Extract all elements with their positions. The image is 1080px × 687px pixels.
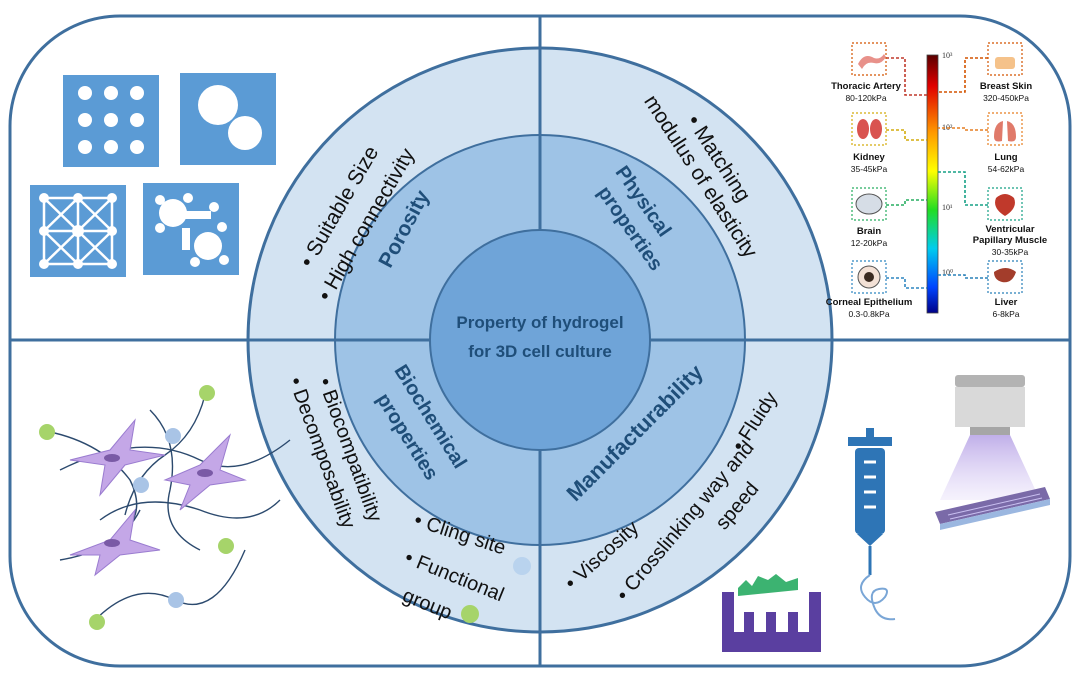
syringe-icon — [848, 428, 896, 621]
tissue-range-thoracic-artery: 80-120kPa — [845, 93, 886, 103]
tissue-range-corneal-epithelium: 0.3-0.8kPa — [848, 309, 889, 319]
center-title-line2: for 3D cell culture — [468, 342, 612, 361]
scale-tick-10: 10¹ — [942, 203, 953, 212]
heart-icon — [995, 194, 1015, 216]
scale-tick-1000: 10³ — [942, 51, 953, 60]
skin-icon — [995, 57, 1015, 69]
scale-tick-1: 10⁰ — [942, 268, 953, 277]
stiffness-colorbar — [926, 54, 939, 314]
tissue-name-corneal-epithelium: Corneal Epithelium — [826, 297, 913, 308]
decor-dot-green — [461, 605, 479, 623]
tissue-range-ventricular: 30-35kPa — [992, 247, 1029, 257]
lung-icon — [994, 121, 1016, 142]
decor-dot-blue — [513, 557, 531, 575]
light-printer-icon — [935, 375, 1050, 530]
tissue-range-liver: 6-8kPa — [993, 309, 1020, 319]
tissue-stiffness-panel: 10³ 10² 10¹ 10⁰ — [826, 42, 1047, 319]
liver-icon — [994, 268, 1016, 283]
cell-network-illustration — [39, 385, 291, 630]
porous-structure-icons — [30, 73, 276, 277]
tissue-name-papillary-muscle: Papillary Muscle — [973, 235, 1047, 246]
brain-icon — [855, 193, 883, 215]
tissue-name-lung: Lung — [994, 152, 1017, 163]
tissue-range-brain: 12-20kPa — [851, 238, 888, 248]
mold-icon — [722, 574, 821, 652]
tissue-name-brain: Brain — [857, 226, 881, 237]
tissue-range-breast-skin: 320-450kPa — [983, 93, 1029, 103]
tissue-name-kidney: Kidney — [853, 152, 885, 163]
eye-icon — [857, 265, 881, 289]
kidney-icon — [857, 119, 882, 139]
tissue-range-kidney: 35-45kPa — [851, 164, 888, 174]
tissue-name-thoracic-artery: Thoracic Artery — [831, 81, 902, 92]
tissue-name-liver: Liver — [995, 297, 1018, 308]
tissue-name-ventricular: Ventricular — [985, 224, 1034, 235]
artery-icon — [858, 54, 886, 69]
inner-circle — [429, 229, 651, 451]
center-title-line1: Property of hydrogel — [456, 313, 623, 332]
tissue-range-lung: 54-62kPa — [988, 164, 1025, 174]
tissue-name-breast-skin: Breast Skin — [980, 81, 1032, 92]
